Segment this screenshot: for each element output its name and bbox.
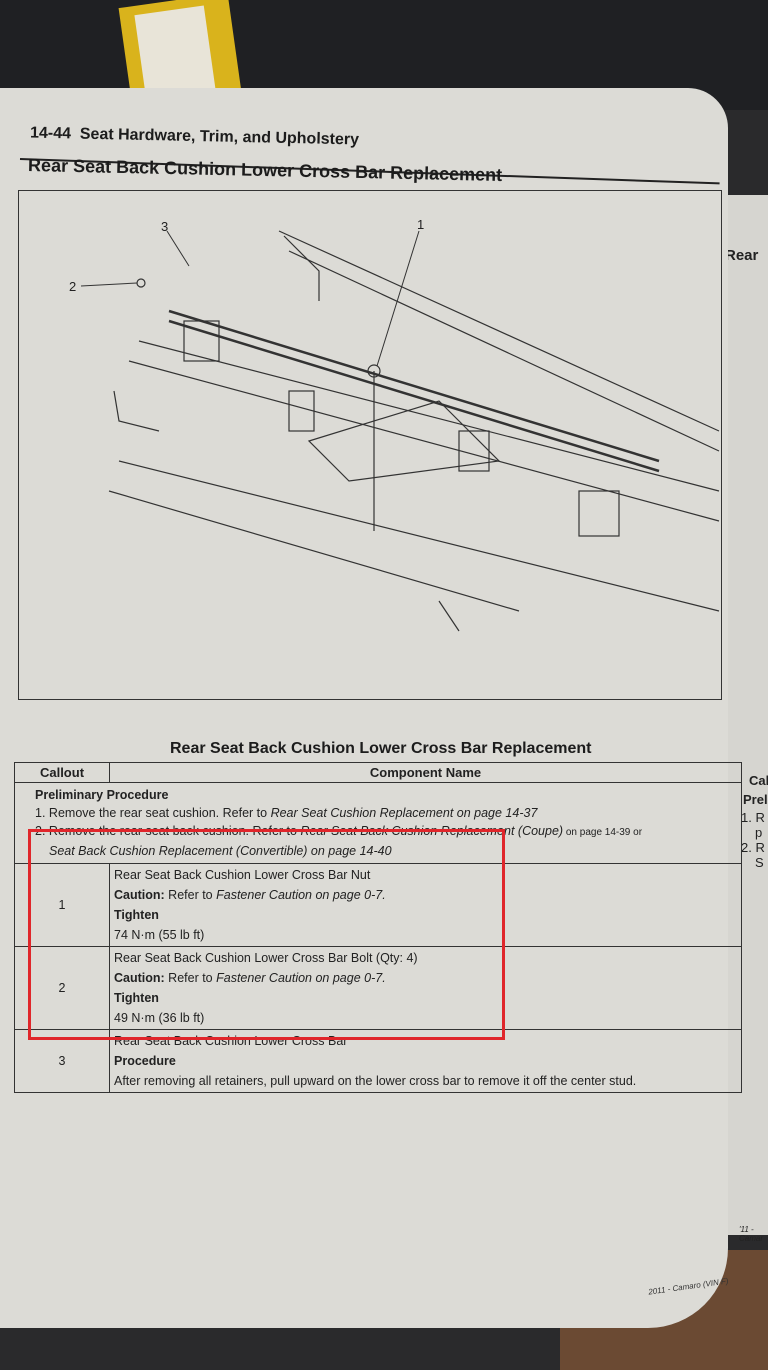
- right-s1b: p: [755, 825, 763, 840]
- header-callout: Callout: [14, 762, 110, 783]
- ref-link[interactable]: Seat Back Cushion Replacement (Convertib…: [49, 844, 392, 858]
- box-label: [134, 5, 216, 100]
- callout-3: 3: [161, 219, 168, 234]
- right-s2: 2. R: [741, 840, 765, 855]
- torque-value: 74 N·m (55 lb ft): [114, 928, 205, 942]
- component-name: Rear Seat Back Cushion Lower Cross Bar N…: [114, 868, 371, 882]
- table-header: Callout Component Name: [14, 762, 742, 783]
- tighten-label: Tighten: [114, 908, 159, 922]
- table-title: Rear Seat Back Cushion Lower Cross Bar R…: [170, 740, 592, 757]
- highlight-box: [28, 829, 505, 1040]
- procedure-text: After removing all retainers, pull upwar…: [114, 1074, 637, 1088]
- component-table: Callout Component Name Preliminary Proce…: [14, 762, 742, 1093]
- callout-1: 1: [417, 217, 424, 232]
- right-footer: '11 - Camar: [739, 1225, 764, 1243]
- right-col: Cal: [749, 773, 768, 788]
- component-name: Rear Seat Back Cushion Lower Cross Bar B…: [114, 951, 418, 965]
- right-prel: Prel: [743, 792, 768, 807]
- callout-2: 2: [69, 279, 76, 294]
- right-s2b: S: [755, 855, 764, 870]
- ref-link[interactable]: Rear Seat Cushion Replacement on page 14…: [270, 806, 538, 820]
- prelim-step-1: 1. Remove the rear seat cushion. Refer t…: [35, 806, 538, 820]
- caution: Caution: Refer to Fastener Caution on pa…: [114, 971, 386, 985]
- prelim-step-2: 2. Remove the rear seat back cushion. Re…: [35, 824, 643, 858]
- header-component: Component Name: [109, 762, 742, 783]
- right-title: Rear: [725, 247, 759, 264]
- procedure-label: Procedure: [114, 1054, 176, 1068]
- caution: Caution: Refer to Fastener Caution on pa…: [114, 888, 386, 902]
- tighten-label: Tighten: [114, 991, 159, 1005]
- right-s1: 1. R: [741, 810, 765, 825]
- preliminary-heading: Preliminary Procedure: [35, 788, 169, 802]
- manual-page: [0, 88, 728, 1328]
- preliminary-row: Preliminary Procedure 1. Remove the rear…: [14, 782, 742, 864]
- torque-value: 49 N·m (36 lb ft): [114, 1011, 205, 1025]
- parts-diagram: 1 2 3: [18, 190, 722, 700]
